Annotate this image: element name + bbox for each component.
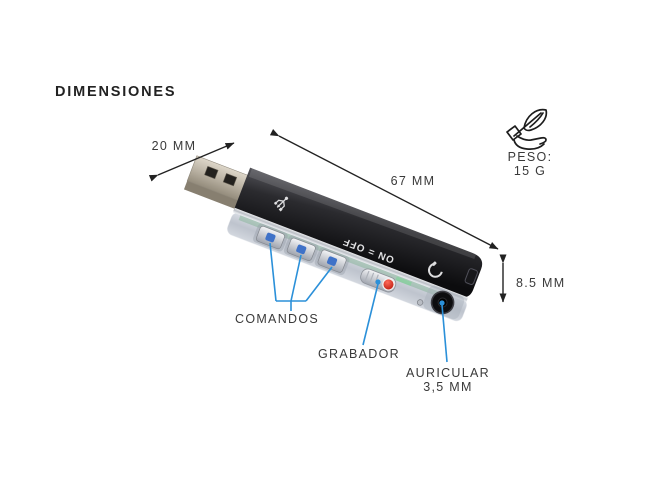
- dim-usb-length-label: 20 MM: [151, 139, 197, 153]
- feather-body: [523, 108, 548, 132]
- arrow-usb-length: [148, 142, 235, 182]
- dim-height-label: 8.5 MM: [516, 276, 566, 290]
- end-port: [464, 268, 478, 285]
- usb-connector-side: [183, 179, 242, 211]
- feather-in-hand-icon: [506, 108, 548, 150]
- feather-vein: [529, 112, 544, 128]
- grabador-label: GRABADOR: [318, 347, 400, 361]
- dim-body-length-label: 67 MM: [390, 174, 436, 188]
- hand-fingers: [516, 135, 547, 145]
- arrow-body-length: [269, 128, 499, 250]
- comandos-leader-1: [269, 242, 277, 302]
- hand-palm: [513, 139, 545, 150]
- auricular-leader: [441, 304, 448, 363]
- pcb-green-glow: [395, 276, 412, 286]
- auricular-label: AURICULAR: [406, 366, 490, 380]
- auricular-anchor-dot: [439, 300, 445, 306]
- grabador-leader: [362, 283, 379, 346]
- weight-label: PESO:: [507, 150, 553, 164]
- device-usb-recorder: ON = OFF: [183, 155, 483, 322]
- callout-lines: [269, 242, 448, 363]
- grabador-anchor-dot: [375, 279, 381, 285]
- comandos-leader-3: [305, 266, 333, 302]
- weight-block: PESO: 15 G: [508, 150, 553, 178]
- hand-cuff: [506, 125, 522, 141]
- comandos-label: COMANDOS: [234, 312, 320, 326]
- auricular-block: AURICULAR 3,5 MM: [406, 366, 490, 394]
- weight-value: 15 G: [513, 164, 547, 178]
- headset-icon: [428, 261, 443, 278]
- record-red-button: [382, 278, 395, 291]
- dimension-arrows: [148, 128, 507, 303]
- auricular-sublabel: 3,5 MM: [423, 380, 473, 394]
- command-button-3: [314, 247, 350, 276]
- case-screw: [416, 299, 424, 306]
- page-title: DIMENSIONES: [55, 84, 177, 100]
- comandos-leader-2: [290, 254, 302, 302]
- feather-quill: [513, 112, 542, 137]
